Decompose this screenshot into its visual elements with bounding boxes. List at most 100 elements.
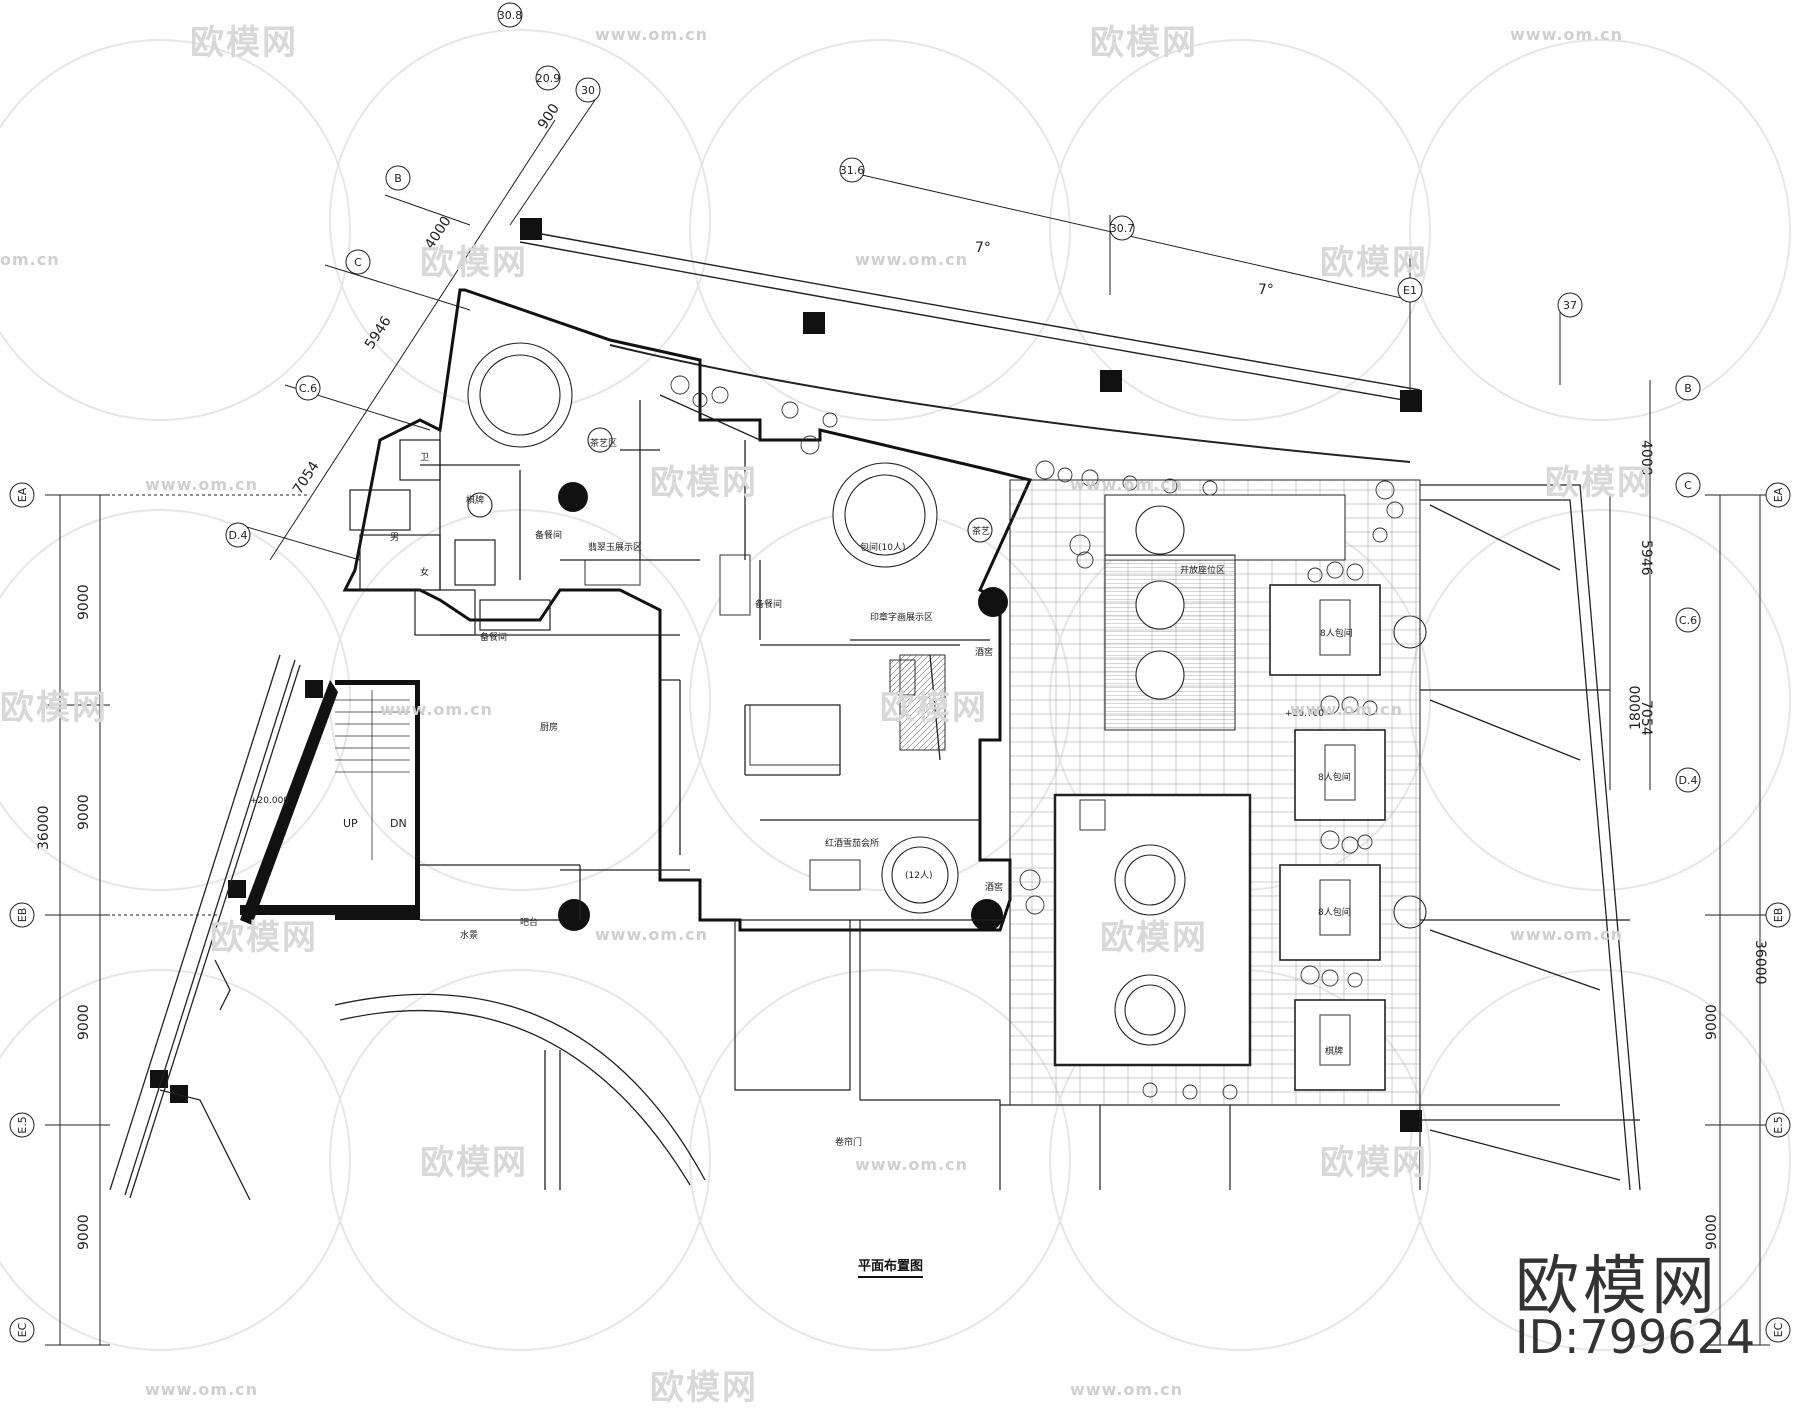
right-grid-bubbles [1675,375,1791,1343]
label-bar: 吧台 [520,916,538,928]
label-kitchen-door: 备餐间 [480,631,507,643]
watermark-url: www.om.cn [1510,25,1624,44]
left-facade [109,654,301,1201]
right-dimension-chain [1609,380,1770,1346]
drawing-title: 平面布置图 [858,1255,924,1278]
right-terrace [1420,484,1641,1191]
label-chess2: 棋牌 [1325,1045,1343,1057]
grid-top-209: 20.9 [536,72,561,85]
label-display2: 印章字画展示区 [870,611,933,623]
watermark-url: www.om.cn [1070,475,1184,494]
grid-right-d4: D.4 [1679,774,1698,787]
model-id-label: ID:799624 [1515,1310,1756,1364]
dim-diag-right-3: 7054 [1638,700,1654,736]
grid-arc-e1: E1 [1403,284,1417,297]
watermark-logo: 欧模网 [1320,1143,1428,1183]
watermark-url: www.om.cn [595,25,709,44]
grid-right-b: B [1684,382,1692,395]
label-tea: 茶艺区 [590,437,617,449]
watermark-logo: 欧模网 [420,1143,528,1183]
label-women: 女 [420,566,429,578]
label-stair-dn: DN [390,817,407,830]
grid-top-c6: C.6 [299,382,317,395]
watermark-logo: 欧模网 [1320,243,1428,283]
watermark-logo: 欧模网 [420,243,528,283]
dim-angle-1: 7° [975,240,991,256]
watermark-url: www.om.cn [145,475,259,494]
label-toilet: 卫 [420,453,429,463]
label-stair-up: UP [343,817,358,830]
grid-top-c: C [354,256,362,269]
label-wine2: 酒窖 [985,881,1003,893]
watermark-url: www.om.cn [1290,700,1404,719]
dim-right-mid: 18000 [1628,685,1644,730]
curved-facade [519,229,1421,463]
label-level1: +20.000 [250,796,289,806]
dim-right-total: 36000 [1752,940,1768,985]
columns [150,218,1422,1132]
label-service: 备餐间 [535,529,562,541]
dim-right-bay-2: 9000 [1704,1214,1720,1250]
dim-left-bay-4: 9000 [76,1214,92,1250]
label-service2: 备餐间 [755,598,782,610]
label-private8-2: 8人包间 [1318,771,1351,783]
round-tables [467,342,1186,1046]
watermark-url: www.om.cn [1510,925,1624,944]
left-grid-bubbles [9,482,35,1343]
watermark-url: www.om.cn [855,250,969,269]
watermark-logo: 欧模网 [1090,23,1198,63]
dim-diag-right-2: 5946 [1638,540,1654,576]
dim-diag-right-1: 4000 [1638,440,1654,476]
dim-right-bay-1: 9000 [1704,1004,1720,1040]
watermark-url: www.om.cn [595,925,709,944]
grid-right-ec: EC [1772,1322,1785,1337]
grid-top-308: 30.8 [498,9,523,22]
service-rooms [349,439,551,636]
grid-texts: EA EB E.5 EC EA EB E.5 EC 30 20.9 30.8 B… [16,9,1785,1337]
label-hall: 红酒雪茄会所 [825,837,879,849]
stair-core [240,680,420,925]
watermark-logo: 欧模网 [190,23,298,63]
dim-left-bay-3: 9000 [76,1004,92,1040]
label-private8-1: 8人包间 [1320,627,1353,639]
grid-right-c6: C.6 [1679,614,1697,627]
grid-left-ea: EA [16,487,29,502]
dim-angle-2: 7° [1258,282,1274,298]
label-wine: 酒窖 [975,646,993,658]
left-dimension-chain [45,494,310,1346]
grid-left-e5: E.5 [16,1116,29,1133]
label-private8-3: 8人包间 [1318,906,1351,918]
grid-right-e5: E.5 [1772,1116,1785,1133]
room-labels: 茶艺区 棋牌 备餐间 翡翠玉展示区 包间(10人) 茶艺 备餐间 印章字画展示区… [250,437,1353,1148]
furniture [584,554,1356,1066]
dim-left-total: 36000 [36,805,52,850]
grid-arc-316: 31.6 [840,164,865,177]
watermark-logo: 欧模网 [880,688,988,728]
watermark-url: www.om.cn [145,1380,259,1399]
label-tea2: 茶艺 [972,525,990,537]
label-water: 水景 [460,929,478,941]
grid-top-b: B [394,172,402,185]
watermark-logo: 欧模网 [650,463,758,503]
label-kitchen: 厨房 [540,721,558,733]
grid-top-30: 30 [581,84,595,97]
grid-right-ea: EA [1772,487,1785,502]
dim-left-bay-1: 9000 [76,584,92,620]
grid-arc-307: 30.7 [1110,222,1135,235]
grid-right-c: C [1684,479,1692,492]
grid-right-eb: EB [1772,908,1785,923]
label-hall-table: (12人) [905,870,932,881]
brand-logo-text: 欧模网 [1515,1250,1719,1324]
lobby-arc [334,993,706,1190]
grid-left-eb: EB [16,908,29,923]
dim-diag-left-4: 7054 [290,459,323,498]
top-grid-bubbles [225,2,1583,548]
label-men: 男 [390,532,399,543]
partitions [420,394,990,921]
watermark-logo: 欧模网 [210,918,318,958]
dim-left-bay-2: 9000 [76,794,92,830]
label-level2: +20.700 [1285,709,1324,719]
label-open-seating: 开放座位区 [1180,564,1225,576]
label-vip10: 包间(10人) [860,541,905,553]
